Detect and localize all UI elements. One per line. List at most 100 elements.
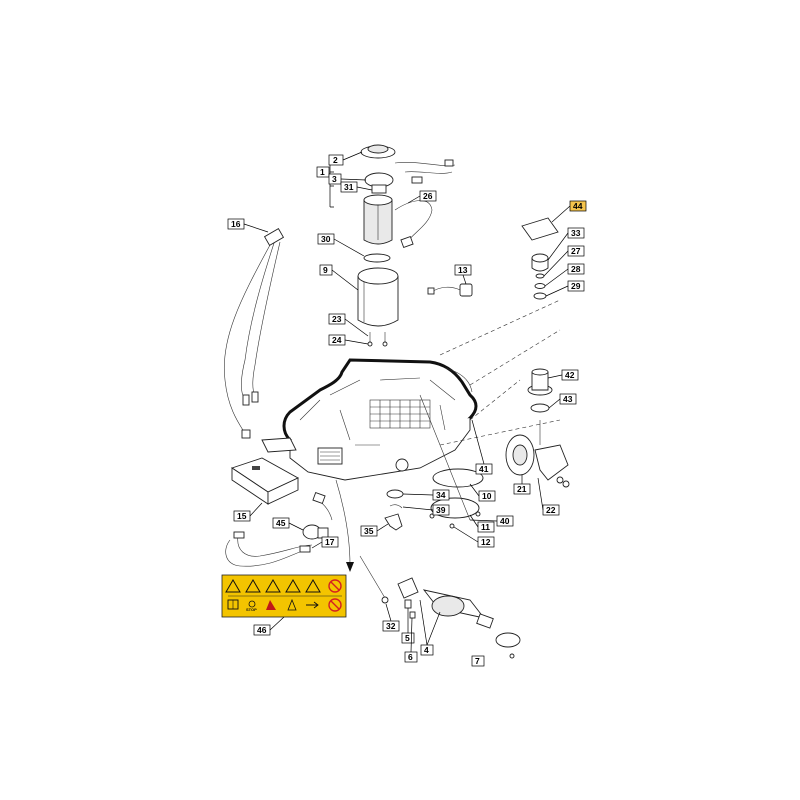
svg-text:41: 41 — [479, 464, 489, 474]
svg-text:6: 6 — [408, 652, 413, 662]
callout-43: 43 — [548, 393, 577, 409]
callout-28: 28 — [544, 263, 585, 287]
callout-46: 46 — [253, 616, 285, 636]
pointer-line — [335, 479, 351, 566]
warning-icon — [265, 579, 281, 593]
svg-text:22: 22 — [546, 505, 556, 515]
callout-17: 17 — [311, 536, 339, 549]
callout-6: 6 — [404, 617, 418, 663]
svg-text:24: 24 — [332, 335, 342, 345]
callout-33: 33 — [547, 227, 585, 261]
part-chassis — [282, 358, 478, 481]
callout-15: 15 — [233, 502, 263, 522]
svg-text:11: 11 — [481, 522, 490, 532]
chassis-tab — [261, 437, 297, 453]
callout-11: 11 — [469, 514, 495, 533]
part-seal-10 — [432, 468, 484, 488]
svg-text:26: 26 — [423, 191, 433, 201]
callout-24: 24 — [328, 334, 369, 346]
callout-41: 41 — [471, 419, 493, 475]
callout-31: 31 — [340, 181, 373, 193]
callout-23: 23 — [328, 313, 369, 337]
svg-text:1: 1 — [320, 167, 325, 177]
callout-45: 45 — [272, 517, 304, 531]
part-clip-39 — [389, 504, 403, 509]
callout-12: 12 — [453, 526, 495, 548]
svg-text:12: 12 — [481, 537, 491, 547]
callout-27: 27 — [543, 245, 585, 277]
connector-top-2 — [411, 176, 423, 184]
callout-29: 29 — [545, 280, 585, 297]
svg-text:9: 9 — [323, 265, 328, 275]
callout-7: 7 — [471, 655, 485, 667]
part-washer-34 — [386, 489, 404, 499]
warning-icon — [225, 579, 241, 593]
part-wheel-21 — [505, 420, 570, 488]
warning-icon — [245, 579, 261, 593]
part-ring-30 — [363, 253, 391, 263]
guide-lines — [439, 299, 561, 446]
part-plug-45 — [302, 491, 333, 540]
parts-drawings — [223, 144, 570, 659]
strap-clip — [400, 235, 414, 249]
sticker-row-2: STOP — [227, 598, 342, 612]
callout-13: 13 — [454, 264, 472, 285]
part-cable-16 — [223, 228, 285, 439]
pointer-arrow — [346, 562, 354, 572]
prohibited-icon — [328, 579, 342, 593]
svg-text:13: 13 — [458, 265, 468, 275]
svg-text:17: 17 — [325, 537, 335, 547]
svg-text:45: 45 — [276, 518, 286, 528]
callout-1: 1 — [316, 166, 330, 178]
part-stack-33-29 — [531, 253, 549, 300]
svg-text:10: 10 — [482, 491, 492, 501]
svg-text:16: 16 — [231, 219, 241, 229]
part-cap-2 — [360, 144, 396, 159]
svg-text:30: 30 — [321, 234, 331, 244]
svg-text:5: 5 — [405, 633, 410, 643]
sticker-row-1 — [225, 579, 342, 597]
svg-text:23: 23 — [332, 314, 342, 324]
svg-text:39: 39 — [436, 505, 446, 515]
callout-39: 39 — [402, 504, 450, 516]
callout-21: 21 — [513, 475, 531, 495]
callout-32: 32 — [382, 603, 400, 632]
svg-text:29: 29 — [571, 281, 581, 291]
callout-4: 4 — [419, 599, 441, 656]
part-plate-44 — [521, 217, 559, 241]
part-motor-head-3 — [364, 172, 394, 194]
part-sensor-13 — [427, 283, 473, 297]
svg-text:27: 27 — [571, 246, 581, 256]
callout-10: 10 — [469, 483, 496, 502]
hazard-icon — [266, 600, 276, 610]
svg-text:34: 34 — [436, 490, 446, 500]
callouts: 2 1 3 31 26 30 9 23 24 13 16 44 33 27 28… — [227, 151, 587, 667]
distance-icon — [306, 601, 319, 609]
warning-icon — [287, 598, 297, 611]
part-41 — [444, 367, 473, 393]
callout-35: 35 — [360, 523, 389, 537]
svg-text:3: 3 — [332, 174, 337, 184]
part-harness-17 — [225, 531, 313, 567]
svg-text:43: 43 — [563, 394, 573, 404]
svg-text:2: 2 — [333, 155, 338, 165]
svg-text:44: 44 — [573, 201, 583, 211]
stop-icon — [248, 600, 256, 608]
part-washer-43 — [530, 403, 550, 413]
warning-sticker-46: STOP — [221, 574, 347, 618]
callout-2: 2 — [328, 151, 363, 166]
part-column-42 — [527, 368, 553, 396]
svg-text:4: 4 — [424, 645, 429, 655]
guide-line-40 — [419, 394, 471, 521]
callout-30: 30 — [317, 233, 365, 257]
callout-5: 5 — [401, 608, 415, 644]
svg-text:33: 33 — [571, 228, 581, 238]
warning-icon — [285, 579, 301, 593]
prohibited-icon — [328, 598, 342, 612]
stop-label: STOP — [246, 607, 257, 612]
part-bracket-35 — [384, 513, 403, 531]
svg-text:7: 7 — [475, 656, 480, 666]
svg-text:15: 15 — [237, 511, 247, 521]
svg-text:42: 42 — [565, 370, 575, 380]
warning-icon — [305, 579, 321, 593]
